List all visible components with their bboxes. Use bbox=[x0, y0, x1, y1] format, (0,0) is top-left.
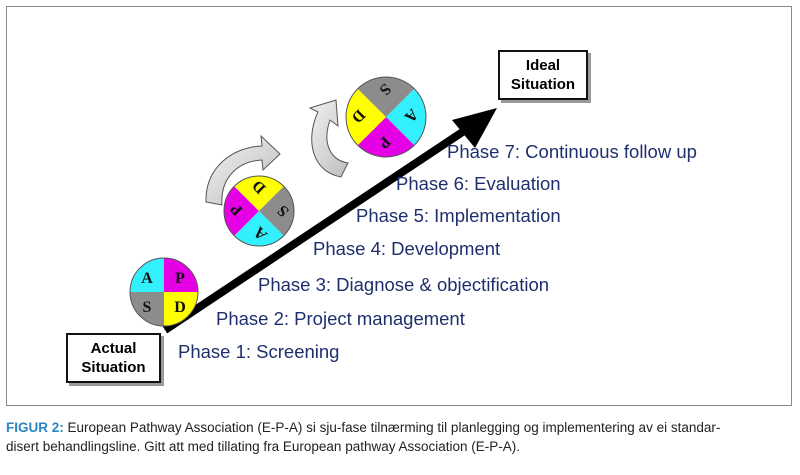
rotation-arrow-left bbox=[205, 134, 281, 206]
actual-situation-line2: Situation bbox=[81, 359, 146, 376]
pdca-letter-d: D bbox=[174, 299, 186, 316]
pdca-wheel-3: A P S D bbox=[345, 76, 427, 158]
pdca-diagram: A P S D A P S D A P S D bbox=[129, 76, 497, 334]
phase-5-label: Phase 5: Implementation bbox=[356, 205, 561, 226]
progress-arrow bbox=[162, 108, 497, 334]
phase-1-label: Phase 1: Screening bbox=[178, 341, 340, 362]
phase-4-label: Phase 4: Development bbox=[313, 238, 501, 259]
caption-label: FIGUR 2: bbox=[6, 420, 64, 435]
caption-text-line1: European Pathway Association (E-P-A) si … bbox=[67, 420, 721, 435]
pdca-letter-s: S bbox=[143, 299, 152, 316]
phase-3-label: Phase 3: Diagnose & objectification bbox=[258, 274, 550, 295]
pdca-letter-a: A bbox=[141, 270, 153, 287]
phase-7-label: Phase 7: Continuous follow up bbox=[447, 141, 697, 162]
ideal-situation-line1: Ideal bbox=[525, 57, 561, 74]
figure-caption: FIGUR 2: European Pathway Association (E… bbox=[6, 418, 792, 456]
pdca-wheel-2: A P S D bbox=[223, 175, 295, 247]
ideal-situation-box: Ideal Situation bbox=[498, 50, 588, 100]
phase-6-label: Phase 6: Evaluation bbox=[396, 173, 561, 194]
rotation-arrow-right bbox=[308, 99, 349, 178]
pdca-letter-p: P bbox=[175, 270, 185, 287]
phase-2-label: Phase 2: Project management bbox=[216, 308, 465, 329]
caption-text-line2: disert behandlingsline. Gitt att med til… bbox=[6, 439, 521, 454]
actual-situation-box: Actual Situation bbox=[66, 333, 161, 383]
ideal-situation-line2: Situation bbox=[510, 76, 576, 93]
pdca-wheel-1: A P S D bbox=[129, 257, 199, 327]
actual-situation-line1: Actual bbox=[90, 340, 137, 357]
